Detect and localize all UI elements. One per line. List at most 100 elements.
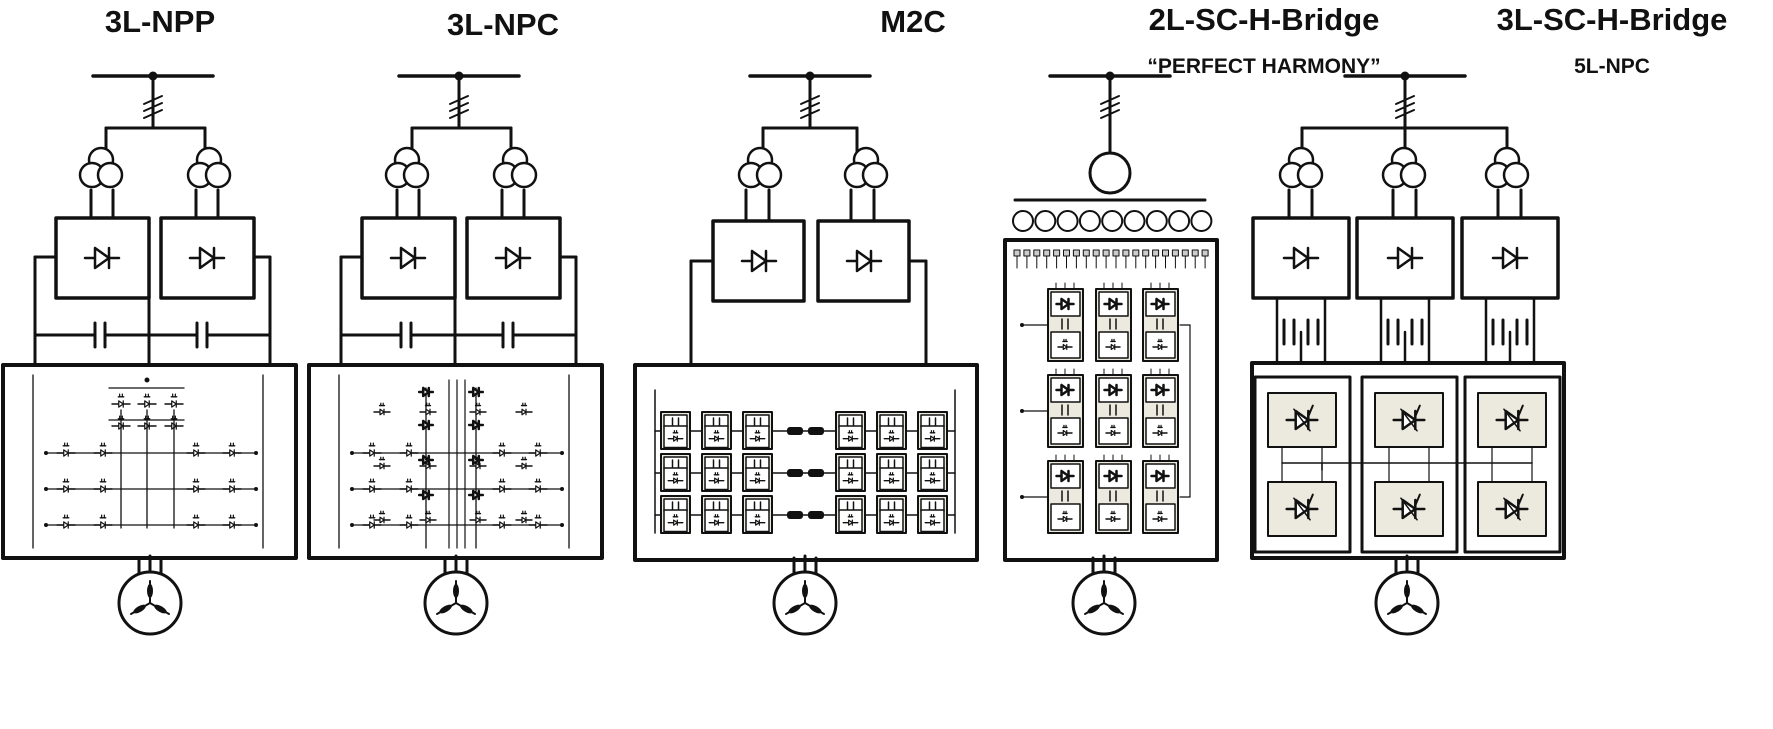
terminal <box>1014 250 1020 256</box>
circle <box>1504 163 1528 187</box>
grid-busbar <box>750 72 870 129</box>
cell-cap-part <box>664 415 687 427</box>
cell-cap-part <box>705 457 728 469</box>
terminal <box>1172 250 1178 256</box>
cell-cap-part <box>746 499 769 511</box>
secondary-winding <box>1147 211 1167 231</box>
winding <box>802 584 808 598</box>
power-cell <box>836 454 865 491</box>
circle <box>1401 163 1425 187</box>
cell-inverter <box>1099 504 1128 530</box>
inverter-box <box>3 365 296 558</box>
winding <box>147 584 153 598</box>
converter-3l-npc <box>309 72 602 635</box>
title-m2c: M2C <box>880 4 945 39</box>
three-winding-transformer <box>739 148 781 187</box>
cell-cap-part <box>921 457 944 469</box>
terminal <box>1163 250 1169 256</box>
arm-inductor <box>808 469 824 477</box>
three-winding-transformer <box>80 148 122 187</box>
junction-dot <box>254 451 258 455</box>
rectifier-block <box>1357 190 1453 378</box>
converter-m2c <box>635 72 977 635</box>
cell-cap-part <box>921 499 944 511</box>
capacitor-symbol <box>503 323 513 347</box>
cell-inverter <box>1051 332 1080 358</box>
power-cell <box>918 496 947 533</box>
cell-cap-part <box>880 415 903 427</box>
dc-capacitor <box>1284 320 1294 344</box>
secondary-winding <box>1169 211 1189 231</box>
cell-cap-part <box>705 415 728 427</box>
junction-dot <box>145 378 150 383</box>
winding <box>1404 584 1410 598</box>
cell-inverter <box>1146 332 1175 358</box>
power-cell <box>702 496 731 533</box>
cell-inverter <box>1099 332 1128 358</box>
arm-inductor <box>808 511 824 519</box>
junction-dot <box>1020 495 1024 499</box>
title-3l-npp: 3L-NPP <box>105 4 215 39</box>
rectifier-block <box>713 190 804 301</box>
cell-cap-part <box>705 499 728 511</box>
dc-capacitor <box>1308 320 1318 344</box>
junction-dot <box>350 523 354 527</box>
junction-dot <box>1020 323 1024 327</box>
power-cell <box>661 454 690 491</box>
cell-inverter <box>1051 418 1080 444</box>
rectifier-block <box>1462 190 1558 378</box>
terminal <box>1103 250 1109 256</box>
rectifier-block <box>818 190 909 301</box>
motor-symbol <box>1376 556 1438 634</box>
capacitor-symbol <box>197 323 207 347</box>
terminal <box>1064 250 1070 256</box>
terminal <box>1093 250 1099 256</box>
cell-inverter <box>1051 504 1080 530</box>
arm-inductor <box>808 427 824 435</box>
junction-dot <box>350 487 354 491</box>
title-2l-sc-h-bridge: 2L-SC-H-Bridge <box>1149 2 1380 37</box>
terminal <box>1034 250 1040 256</box>
junction-dot <box>44 487 48 491</box>
rectifier-block <box>467 190 560 298</box>
junction-dot <box>1020 409 1024 413</box>
winding <box>1101 584 1107 598</box>
terminal <box>1073 250 1079 256</box>
terminal <box>1044 250 1050 256</box>
dc-capacitor <box>1388 320 1398 344</box>
three-winding-transformer <box>1280 148 1322 187</box>
power-cell <box>743 412 772 449</box>
three-winding-transformer <box>1486 148 1528 187</box>
junction-dot <box>254 487 258 491</box>
converter-2l-sc-h-bridge <box>1005 72 1217 635</box>
power-cell <box>702 454 731 491</box>
cell-cap-part <box>664 457 687 469</box>
terminal <box>1024 250 1030 256</box>
terminal <box>1143 250 1149 256</box>
three-winding-transformer <box>386 148 428 187</box>
circle <box>1298 163 1322 187</box>
dc-capacitor <box>1493 320 1503 344</box>
junction-dot <box>350 451 354 455</box>
terminal <box>1054 250 1060 256</box>
cell-cap-part <box>921 415 944 427</box>
motor-symbol <box>119 556 181 634</box>
cell-cap-part <box>664 499 687 511</box>
junction-dot <box>560 451 564 455</box>
three-winding-transformer <box>845 148 887 187</box>
cell-cap-part <box>880 499 903 511</box>
grid-busbar <box>93 72 213 129</box>
converter-3l-npp <box>3 72 296 635</box>
power-cell <box>743 496 772 533</box>
power-cell <box>877 454 906 491</box>
cell-cap-part <box>746 457 769 469</box>
rectifier-block <box>1253 190 1349 378</box>
circle <box>404 163 428 187</box>
arm-inductor <box>787 427 803 435</box>
title-3l-npc: 3L-NPC <box>447 7 559 42</box>
titles: 3L-NPP 3L-NPC M2C 2L-SC-H-Bridge “PERFEC… <box>105 2 1728 78</box>
grid-busbar <box>1345 72 1465 129</box>
dc-capacitor <box>1517 320 1527 344</box>
rectifier-block <box>362 190 455 298</box>
circle <box>863 163 887 187</box>
